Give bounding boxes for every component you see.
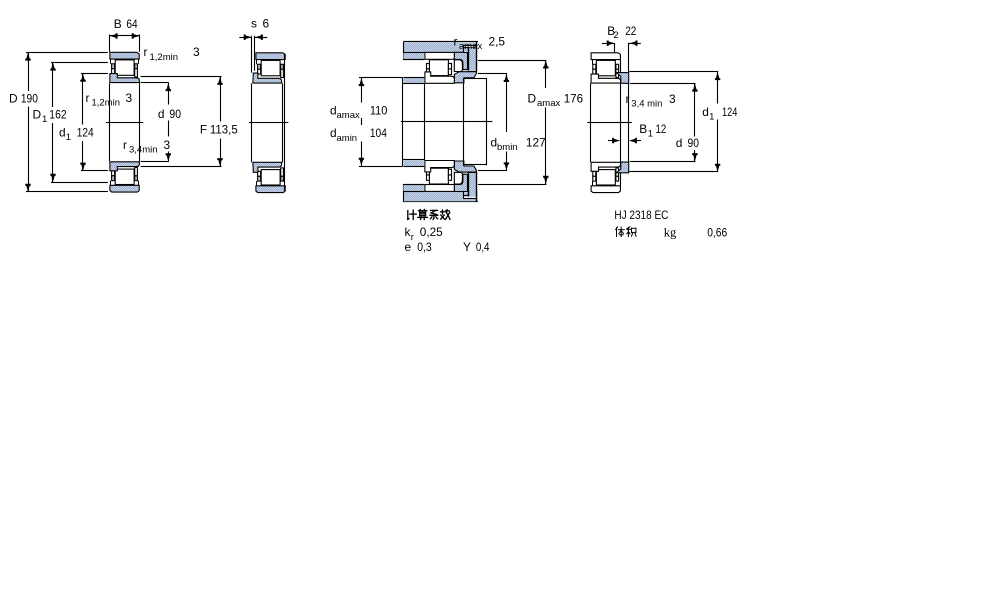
svg-text:D: D bbox=[528, 91, 537, 105]
svg-text:bmin: bmin bbox=[497, 142, 518, 153]
svg-text:D: D bbox=[9, 91, 18, 105]
svg-text:Y: Y bbox=[463, 240, 471, 254]
svg-text:162: 162 bbox=[49, 107, 67, 121]
svg-text:3: 3 bbox=[193, 45, 200, 59]
svg-text:127: 127 bbox=[526, 136, 546, 150]
svg-text:90: 90 bbox=[169, 107, 181, 121]
svg-text:3: 3 bbox=[126, 91, 133, 105]
svg-text:r: r bbox=[123, 138, 127, 152]
svg-text:amax: amax bbox=[459, 41, 482, 52]
svg-text:B: B bbox=[639, 122, 647, 136]
svg-text:176: 176 bbox=[564, 91, 584, 105]
svg-text:d: d bbox=[491, 136, 498, 150]
svg-text:90: 90 bbox=[688, 136, 700, 150]
svg-text:B: B bbox=[607, 24, 615, 38]
svg-text:124: 124 bbox=[77, 125, 94, 139]
svg-text:113,5: 113,5 bbox=[210, 123, 238, 137]
svg-text:0,3: 0,3 bbox=[417, 240, 432, 254]
svg-text:12: 12 bbox=[656, 122, 667, 136]
svg-text:1: 1 bbox=[66, 132, 71, 143]
svg-text:1: 1 bbox=[42, 114, 47, 125]
svg-text:1: 1 bbox=[709, 111, 714, 122]
svg-text:d: d bbox=[702, 105, 709, 119]
svg-text:r: r bbox=[144, 45, 148, 59]
svg-text:F: F bbox=[200, 123, 207, 137]
svg-text:2,5: 2,5 bbox=[489, 35, 506, 49]
svg-text:HJ 2318 EC: HJ 2318 EC bbox=[614, 208, 668, 222]
svg-text:r: r bbox=[626, 92, 630, 106]
svg-text:6: 6 bbox=[263, 16, 270, 30]
svg-text:124: 124 bbox=[722, 105, 738, 119]
svg-text:kg: kg bbox=[664, 225, 677, 239]
svg-text:0,25: 0,25 bbox=[420, 225, 443, 239]
svg-text:104: 104 bbox=[370, 126, 387, 140]
svg-text:3,4 min: 3,4 min bbox=[631, 99, 662, 110]
svg-text:d: d bbox=[676, 136, 683, 150]
svg-text:3,4min: 3,4min bbox=[129, 145, 158, 156]
svg-text:64: 64 bbox=[126, 17, 138, 31]
svg-text:110: 110 bbox=[370, 104, 388, 118]
svg-text:1,2min: 1,2min bbox=[92, 98, 121, 109]
svg-text:1,2min: 1,2min bbox=[150, 52, 179, 63]
svg-text:e: e bbox=[405, 240, 412, 254]
svg-text:D: D bbox=[33, 107, 42, 121]
svg-text:r: r bbox=[411, 232, 414, 243]
svg-text:amax: amax bbox=[537, 98, 560, 109]
svg-text:B: B bbox=[114, 17, 122, 31]
svg-text:d: d bbox=[330, 104, 337, 118]
svg-text:amax: amax bbox=[337, 110, 360, 121]
svg-text:d: d bbox=[59, 125, 66, 139]
svg-text:d: d bbox=[330, 126, 337, 140]
svg-text:r: r bbox=[86, 91, 90, 105]
svg-text:0,66: 0,66 bbox=[707, 225, 727, 239]
svg-text:190: 190 bbox=[21, 91, 38, 105]
svg-text:s: s bbox=[251, 16, 257, 30]
svg-text:d: d bbox=[158, 107, 165, 121]
svg-text:22: 22 bbox=[625, 24, 637, 38]
svg-text:1: 1 bbox=[648, 129, 653, 140]
svg-text:2: 2 bbox=[613, 30, 618, 41]
svg-text:r: r bbox=[454, 35, 458, 49]
svg-text:k: k bbox=[405, 225, 411, 239]
svg-text:3: 3 bbox=[164, 138, 171, 152]
svg-text:0,4: 0,4 bbox=[476, 240, 490, 254]
svg-text:amin: amin bbox=[337, 133, 358, 144]
svg-text:3: 3 bbox=[669, 92, 676, 106]
